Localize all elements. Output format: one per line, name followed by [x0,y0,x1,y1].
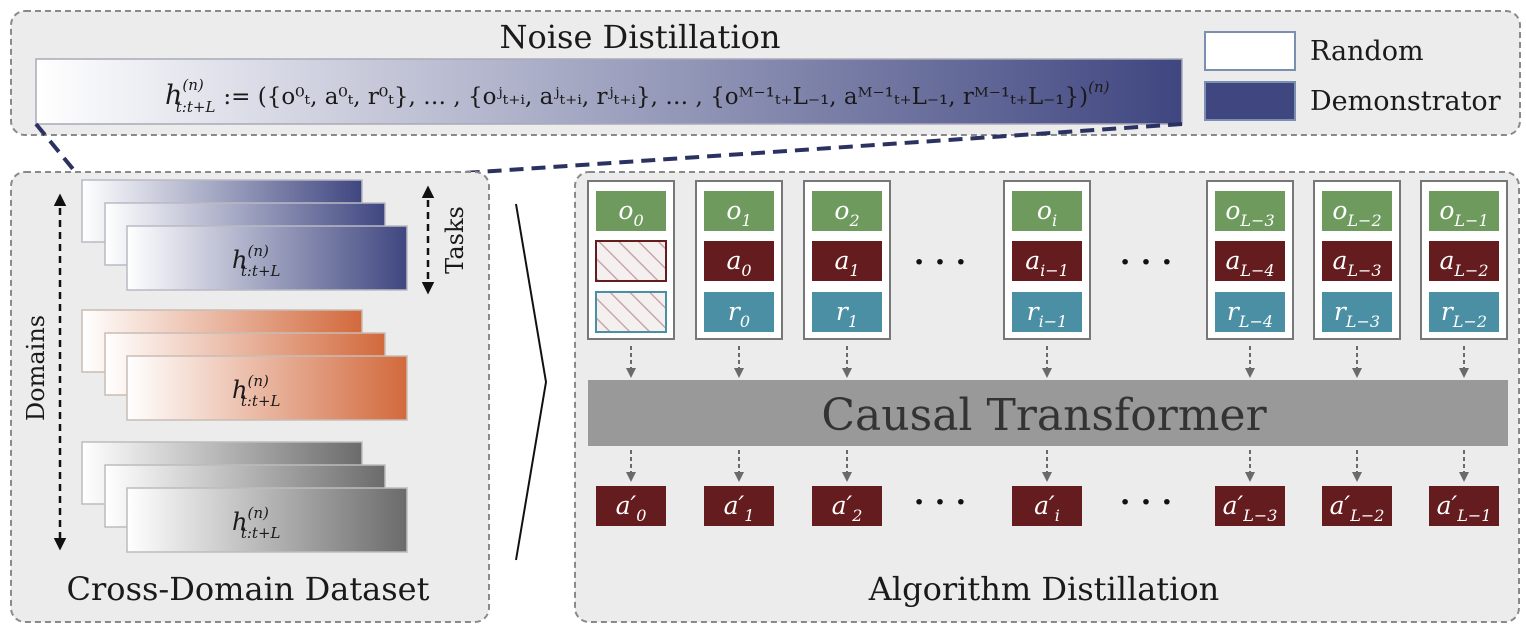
action-label: ai−1 [1025,246,1069,280]
observation-label: oL−3 [1225,196,1274,230]
output-ellipsis-1: · · · [914,485,966,520]
observation-token [812,191,882,231]
action-token [812,241,882,281]
predicted-action-label: a′L−2 [1330,491,1385,525]
reward-token [1215,292,1285,332]
reward-token [704,292,774,332]
action-token [1429,241,1499,281]
predicted-action-token [812,486,882,526]
reward-label: r1 [836,297,858,331]
predicted-action-token [1322,486,1392,526]
reward-label: rL−4 [1227,297,1273,331]
tasks-label: Tasks [441,206,469,274]
stack-label-gray: h(n)t:t+L [232,504,281,542]
action-label: aL−3 [1332,246,1381,280]
domains-label: Domains [22,315,50,421]
flow-chevron [515,203,548,561]
observation-token [1429,191,1499,231]
observation-label: oL−1 [1439,196,1488,230]
observation-label: oL−2 [1332,196,1381,230]
stack-label-blue: h(n)t:t+L [232,242,281,280]
reward-label: r0 [728,297,750,331]
observation-token [596,191,666,231]
blue-domain-stack: h(n)t:t+L [81,179,408,291]
observation-token [1215,191,1285,231]
reward-label: rL−2 [1441,297,1487,331]
causal-transformer-block [588,380,1508,446]
predicted-action-label: a′2 [832,491,863,525]
zoom-line-right [361,122,1183,182]
legend-random-swatch [1204,31,1296,71]
causal-transformer-label: Causal Transformer [821,390,1267,441]
observation-label: o2 [834,196,859,230]
predicted-action-token [1215,486,1285,526]
observation-label: o0 [618,196,643,230]
action-token [704,241,774,281]
reward-token [1429,292,1499,332]
reward-placeholder-token [595,291,667,333]
action-label: aL−2 [1439,246,1488,280]
observation-token [1012,191,1082,231]
legend-demonstrator-label: Demonstrator [1310,86,1501,117]
stack-label-orange: h(n)t:t+L [232,372,281,410]
predicted-action-label: a′L−1 [1437,491,1492,525]
reward-token [1012,292,1082,332]
legend-demonstrator-swatch [1204,81,1296,121]
reward-label: rL−3 [1334,297,1380,331]
orange-domain-stack: h(n)t:t+L [81,309,408,421]
reward-token [812,292,882,332]
predicted-action-token [704,486,774,526]
action-token [1322,241,1392,281]
zoom-line-left [34,122,84,182]
predicted-action-token [596,486,666,526]
input-ellipsis-1: · · · [914,245,966,280]
predicted-action-label: a′L−3 [1223,491,1278,525]
action-token [1215,241,1285,281]
action-token [1012,241,1082,281]
action-label: a0 [726,246,751,280]
algorithm-distillation-title: Algorithm Distillation [868,570,1220,608]
observation-label: o1 [726,196,751,230]
token-columns: o0 a′0 o1 a0 r0 a′1 o2 a1 r1 a′2 oi ai−1 ri−1 a′i oL−3… [587,180,1508,526]
gray-domain-stack: h(n)t:t+L [81,441,408,553]
action-label: a1 [834,246,859,280]
observation-token [1322,191,1392,231]
input-ellipsis-2: · · · [1120,245,1172,280]
predicted-action-label: a′1 [724,491,755,525]
reward-token [1322,292,1392,332]
action-label: aL−4 [1225,246,1274,280]
observation-token [704,191,774,231]
predicted-action-label: a′i [1034,491,1060,525]
legend-random-label: Random [1310,36,1424,67]
predicted-action-token [1012,486,1082,526]
reward-label: ri−1 [1027,297,1068,331]
trajectory-formula: h(n)t:t+L:= ({o⁰ₜ, a⁰ₜ, r⁰ₜ}, … , {oʲₜ₊ᵢ… [165,76,1110,116]
cross-domain-title: Cross-Domain Dataset [67,570,430,608]
predicted-action-label: a′0 [616,491,647,525]
output-ellipsis-2: · · · [1120,485,1172,520]
noise-distillation-title: Noise Distillation [500,18,781,56]
action-placeholder-token [595,240,667,282]
predicted-action-token [1429,486,1499,526]
noise-gradient-bar [35,58,1183,125]
observation-label: oi [1037,196,1057,230]
